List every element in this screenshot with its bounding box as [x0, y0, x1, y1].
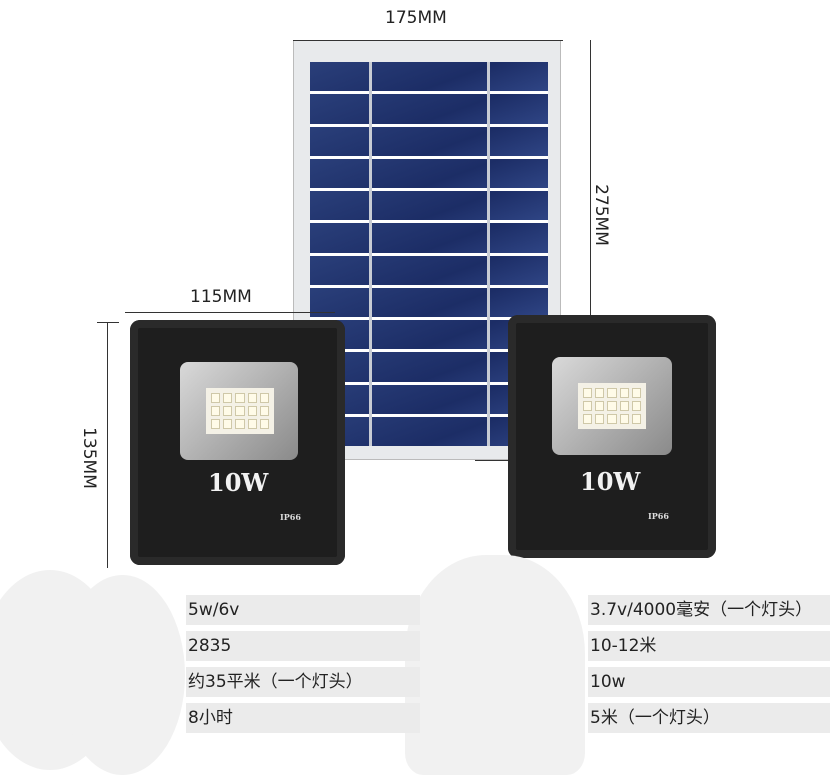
panel-height-label: 275MM — [590, 184, 611, 246]
spec-value: 5米（一个灯头） — [588, 703, 830, 733]
spec-value: 5w/6v — [186, 595, 420, 625]
spec-value: 3.7v/4000毫安（一个灯头） — [588, 595, 830, 625]
dimension-line — [97, 322, 119, 323]
floodlight-left: 10W IP66 — [130, 320, 345, 565]
spec-value: 10-12米 — [588, 631, 830, 661]
panel-width-label: 175MM — [385, 8, 447, 28]
led-array — [206, 388, 274, 434]
bus-bar — [487, 62, 490, 446]
solar-cells — [310, 62, 548, 446]
dimension-line — [590, 40, 591, 460]
floodlight-right: 10W IP66 — [508, 315, 716, 558]
spec-value: 约35平米（一个灯头） — [186, 667, 420, 697]
lamp-lens — [552, 357, 672, 455]
ip-rating: IP66 — [648, 511, 669, 521]
blob — [60, 575, 185, 775]
bus-bar — [369, 62, 372, 446]
blob — [405, 555, 585, 775]
dimension-line — [107, 322, 108, 568]
ip-rating: IP66 — [280, 512, 301, 522]
spec-value: 8小时 — [186, 703, 420, 733]
wattage-label: 10W — [580, 467, 641, 496]
dimension-line — [125, 312, 335, 313]
lamp-height-label: 135MM — [78, 427, 99, 489]
led-array — [578, 383, 646, 429]
dimension-line — [293, 40, 563, 41]
lamp-lens — [180, 362, 298, 460]
lamp-width-label: 115MM — [190, 287, 252, 307]
spec-value: 10w — [588, 667, 830, 697]
wattage-label: 10W — [208, 468, 269, 497]
spec-value: 2835 — [186, 631, 420, 661]
